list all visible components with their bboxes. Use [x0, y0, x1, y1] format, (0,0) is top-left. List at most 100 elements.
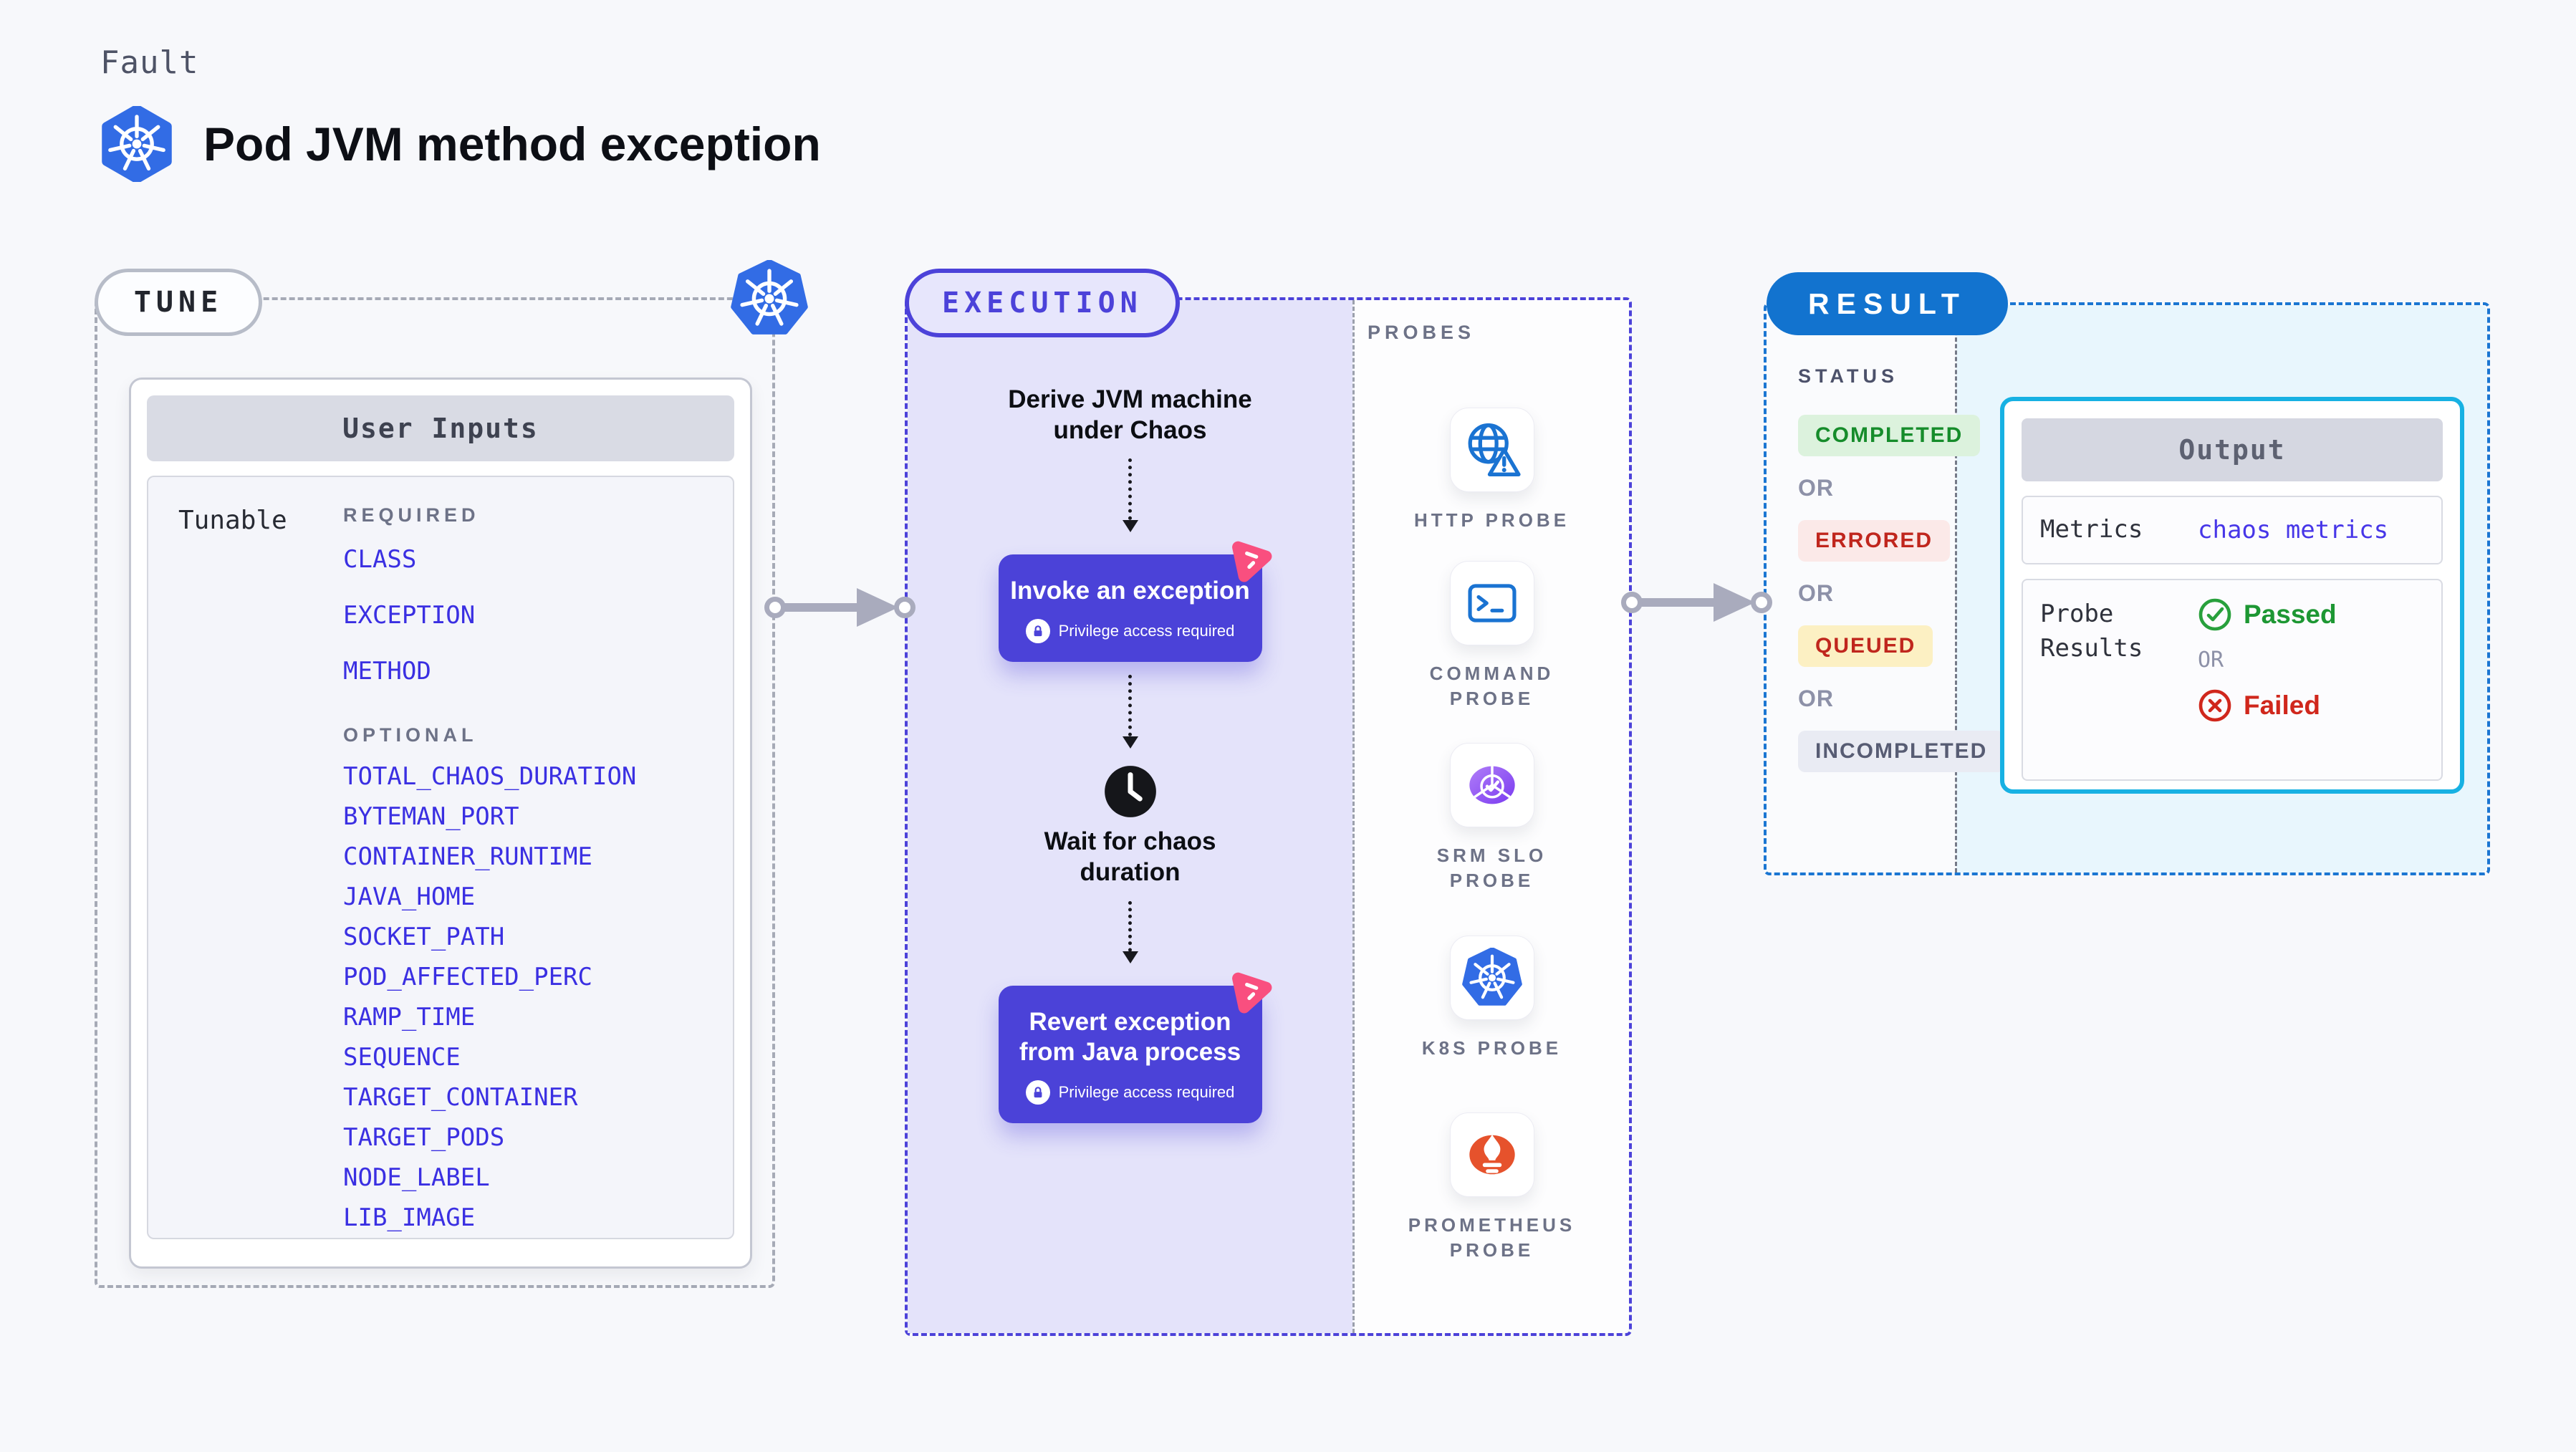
param-total-chaos-duration: TOTAL_CHAOS_DURATION	[343, 762, 637, 791]
kubernetes-icon	[99, 106, 175, 182]
execution-pill: EXECUTION	[905, 269, 1180, 337]
probe-label: K8S PROBE	[1421, 1037, 1562, 1059]
tunable-params: REQUIRED CLASS EXCEPTION METHOD OPTIONAL…	[343, 500, 636, 1244]
probe-results-row: Probe Results Passed OR	[2022, 579, 2443, 781]
param-java-home: JAVA_HOME	[343, 883, 476, 911]
result-pill: RESULT	[1767, 272, 2008, 335]
param-node-label: NODE_LABEL	[343, 1163, 490, 1192]
passed-line: Passed	[2198, 597, 2337, 632]
kubernetes-icon-card	[1449, 936, 1534, 1020]
optional-label: OPTIONAL	[343, 724, 478, 746]
or-separator: OR	[1798, 686, 1834, 711]
or-separator: OR	[2198, 648, 2224, 673]
output-card: Output Metrics chaos metrics Probe Resul…	[2000, 397, 2464, 794]
execution-section: PROBES HTTP PROBE	[905, 269, 1632, 1336]
wait-step-label: Wait for chaos duration	[1044, 827, 1216, 887]
lock-icon	[1025, 619, 1050, 644]
kubernetes-icon	[1462, 948, 1522, 1008]
result-section: RESULT STATUS COMPLETED OR ERRORED OR QU…	[1764, 272, 2490, 875]
http-probe-card	[1449, 408, 1534, 492]
param-exception: EXCEPTION	[343, 601, 476, 630]
tune-pill: TUNE	[95, 269, 262, 336]
tune-section: TUNE User Inputs Tunable REQUIRED CLASS …	[95, 297, 775, 1288]
failed-label: Failed	[2244, 691, 2320, 720]
status-badge-incompleted: INCOMPLETED	[1798, 731, 2005, 772]
check-circle-icon	[2198, 598, 2231, 631]
privilege-note: Privilege access required	[1010, 1080, 1251, 1105]
slo-gauge-icon-card	[1449, 743, 1534, 827]
user-inputs-list: Tunable REQUIRED CLASS EXCEPTION METHOD …	[147, 476, 734, 1239]
param-ramp-time: RAMP_TIME	[343, 1003, 476, 1032]
probe-item-http: HTTP PROBE	[1355, 408, 1629, 533]
param-method: METHOD	[343, 657, 431, 686]
invoke-exception-node: Invoke an exception Privilege access req…	[998, 554, 1262, 663]
status-badge-completed: COMPLETED	[1798, 415, 1981, 456]
probe-results-label: Probe Results	[2040, 600, 2143, 663]
probes-header: PROBES	[1368, 322, 1476, 343]
param-target-pods: TARGET_PODS	[343, 1123, 505, 1152]
param-container-runtime: CONTAINER_RUNTIME	[343, 842, 592, 871]
chaos-icon	[1225, 964, 1278, 1017]
param-lib-image: LIB_IMAGE	[343, 1203, 476, 1232]
page-header: Pod JVM method exception	[99, 106, 821, 182]
flow-arrow-down	[1123, 675, 1138, 749]
probes-panel: PROBES HTTP PROBE	[1355, 300, 1629, 1333]
fault-kicker: Fault	[100, 44, 199, 81]
execution-flow: Derive JVM machine under Chaos Invoke an…	[908, 300, 1352, 1123]
failed-line: Failed	[2198, 688, 2320, 723]
privilege-note: Privilege access required	[1010, 619, 1251, 644]
status-badge-queued: QUEUED	[1798, 625, 1933, 667]
probe-item-prometheus: PROMETHEUS PROBE	[1355, 1112, 1629, 1263]
param-byteman-port: BYTEMAN_PORT	[343, 802, 519, 831]
status-output-divider	[1955, 305, 1957, 872]
tunable-label: Tunable	[178, 506, 287, 535]
or-separator: OR	[1798, 475, 1834, 501]
revert-title: Revert exception from Java process	[1019, 1007, 1241, 1066]
terminal-icon	[1467, 584, 1517, 622]
page-title: Pod JVM method exception	[203, 117, 821, 170]
revert-exception-node: Revert exception from Java process Privi…	[998, 986, 1262, 1123]
execution-to-result-arrow	[1620, 577, 1772, 628]
or-separator: OR	[1798, 580, 1834, 606]
user-inputs-card: User Inputs Tunable REQUIRED CLASS EXCEP…	[129, 378, 752, 1269]
privilege-note-text: Privilege access required	[1058, 622, 1235, 640]
status-column: STATUS COMPLETED OR ERRORED OR QUEUED OR…	[1798, 365, 2005, 772]
param-socket-path: SOCKET_PATH	[343, 923, 505, 951]
metrics-value: chaos metrics	[2198, 516, 2389, 544]
x-circle-icon	[2198, 689, 2231, 722]
metrics-label: Metrics	[2040, 515, 2143, 544]
chaos-icon	[1225, 533, 1278, 586]
derive-step-label: Derive JVM machine under Chaos	[1008, 385, 1252, 444]
metrics-row: Metrics chaos metrics	[2022, 496, 2443, 564]
param-target-container: TARGET_CONTAINER	[343, 1083, 578, 1112]
flow-arrow-down	[1123, 458, 1138, 533]
command-probe-card	[1449, 561, 1534, 645]
status-header: STATUS	[1798, 365, 1898, 387]
clock-icon	[1104, 766, 1156, 818]
probe-item-k8s: K8S PROBE	[1355, 936, 1629, 1061]
required-label: REQUIRED	[343, 504, 480, 526]
param-pod-affected-perc: POD_AFFECTED_PERC	[343, 963, 592, 991]
user-inputs-header: User Inputs	[147, 395, 734, 461]
probe-label: HTTP PROBE	[1413, 509, 1570, 531]
probe-item-command: COMMAND PROBE	[1355, 561, 1629, 711]
lock-icon	[1025, 1080, 1050, 1105]
probe-label: COMMAND PROBE	[1429, 663, 1554, 710]
probe-label: PROMETHEUS PROBE	[1408, 1214, 1576, 1261]
param-sequence: SEQUENCE	[343, 1043, 461, 1072]
execution-probes-divider	[1352, 300, 1355, 1333]
param-class: CLASS	[343, 545, 417, 574]
probe-label: SRM SLO PROBE	[1436, 845, 1547, 892]
globe-warning-icon	[1468, 423, 1521, 476]
prometheus-icon-card	[1449, 1112, 1534, 1197]
slo-gauge-icon	[1469, 764, 1515, 804]
probe-item-srm-slo: SRM SLO PROBE	[1355, 743, 1629, 893]
privilege-note-text: Privilege access required	[1058, 1082, 1235, 1101]
tune-to-execution-arrow	[764, 582, 915, 633]
kubernetes-icon	[731, 260, 808, 337]
status-badge-errored: ERRORED	[1798, 520, 1951, 562]
flow-arrow-down	[1123, 900, 1138, 963]
prometheus-icon	[1469, 1134, 1515, 1175]
probe-results-values: Passed OR Failed	[2198, 597, 2337, 762]
